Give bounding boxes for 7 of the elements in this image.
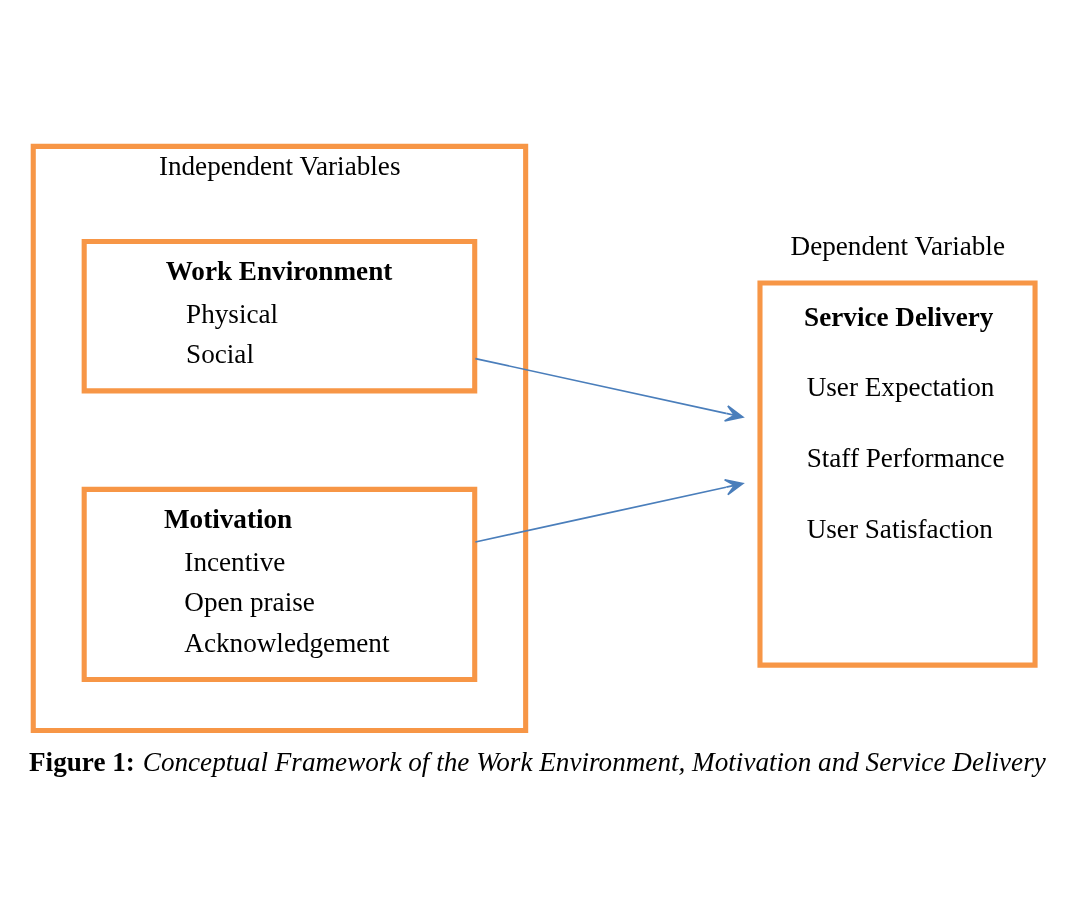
arrow (474, 357, 744, 422)
node-box: Motivation Incentive Open praise Acknowledgement (81, 486, 478, 683)
arrow (474, 478, 744, 543)
caption: Figure 1: Conceptual Framework of the Work Environment, Motivation and Service Delivery (29, 746, 1046, 777)
node-box: Service Delivery User Expectation Staff Performance User Satisfaction (757, 280, 1038, 668)
node-label: Dependent Variable (790, 230, 1005, 261)
node-box: Work Environment Physical Social (81, 238, 478, 394)
